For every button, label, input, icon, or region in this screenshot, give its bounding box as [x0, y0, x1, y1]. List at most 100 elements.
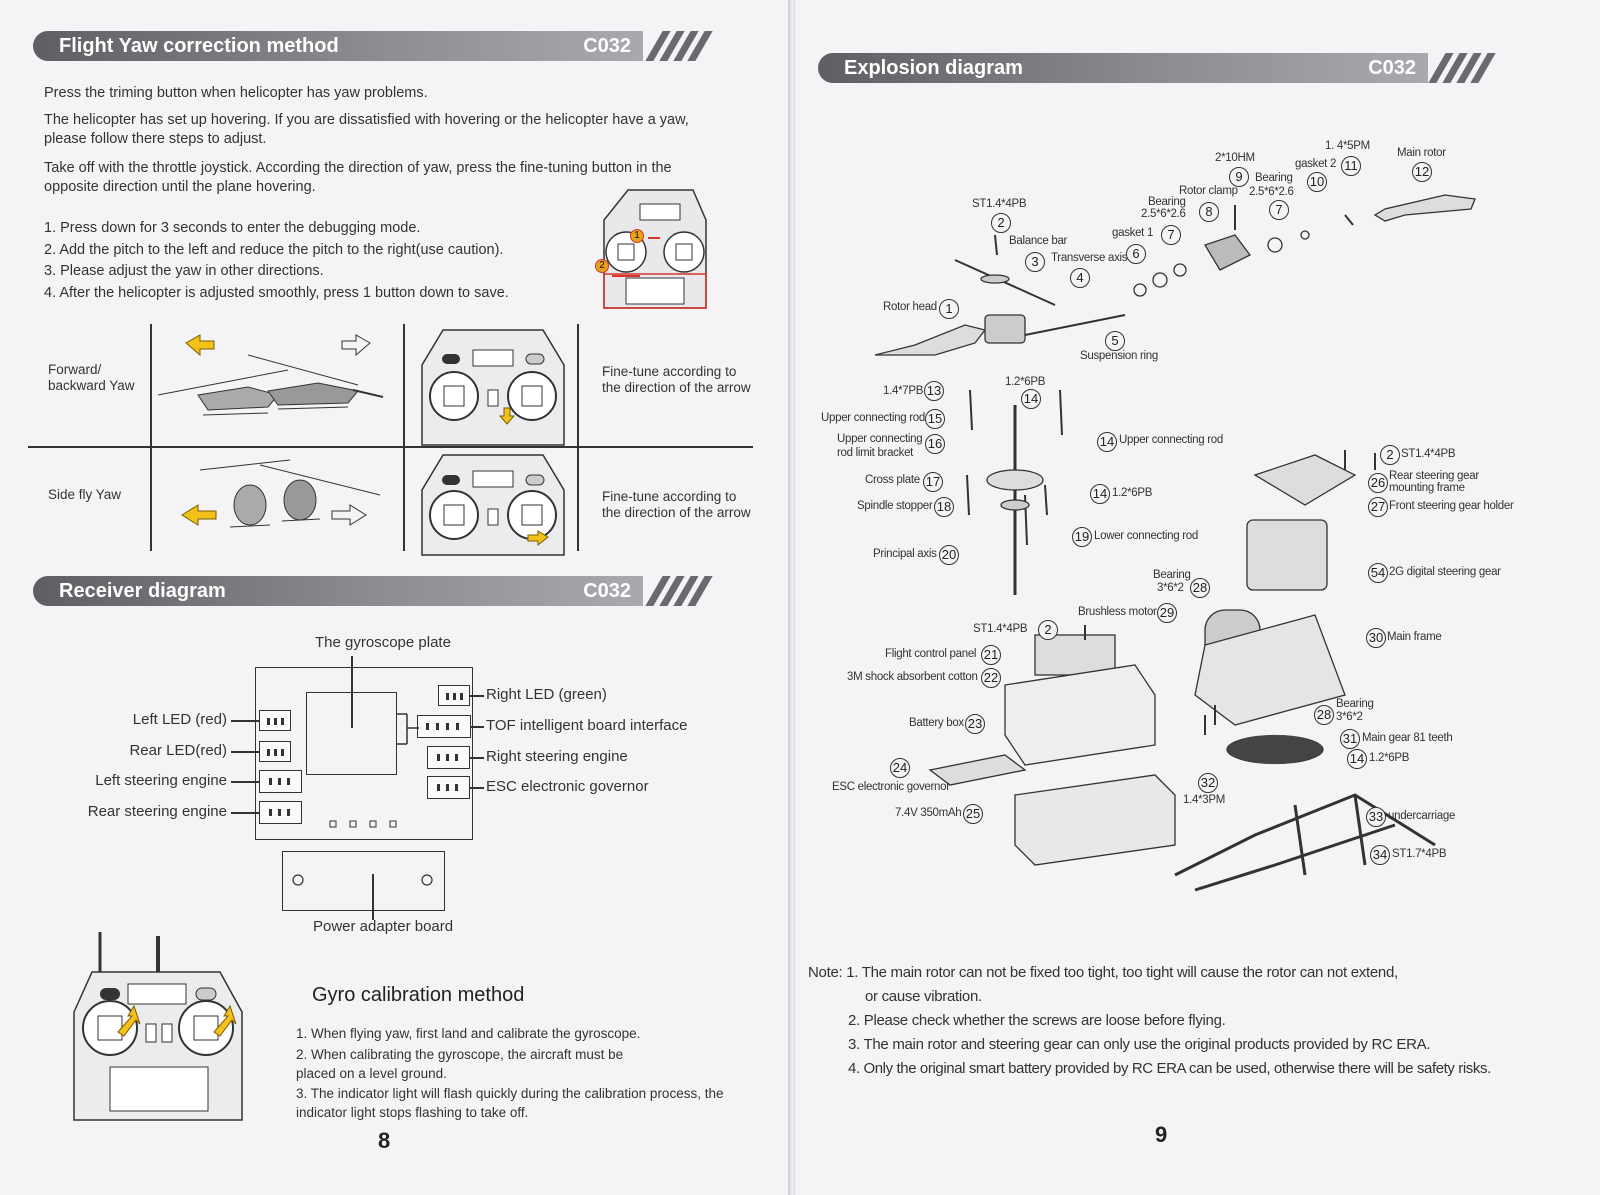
tof-bracket-lines: [397, 713, 419, 745]
forward-finetune-note: Fine-tune according to the direction of …: [602, 364, 751, 395]
gyro-calibration-title: Gyro calibration method: [312, 984, 525, 1006]
yaw-intro-text: Press the triming button when helicopter…: [44, 85, 428, 101]
table-vline-2: [403, 324, 405, 551]
note-1-cont: or cause vibration.: [865, 988, 982, 1005]
part-circle-8: 8: [1199, 202, 1219, 222]
right-page: Explosion diagram C032: [795, 0, 1600, 1195]
receiver-section-title: Receiver diagram: [59, 580, 226, 602]
part-label-23: Battery box: [909, 717, 964, 729]
yaw-section-banner: Flight Yaw correction method C032: [33, 31, 643, 61]
part-circle-6: 6: [1126, 244, 1146, 264]
part-label-14: 1.2*6PB: [1005, 376, 1046, 388]
right-steering-label: Right steering engine: [486, 748, 628, 765]
part-label-bearing-a: Bearing: [1148, 196, 1186, 208]
part-circle-4: 4: [1070, 268, 1090, 288]
part-circle-14c: 14: [1090, 484, 1110, 504]
explosion-banner: Explosion diagram C032: [818, 53, 1428, 83]
part-label-3: Balance bar: [1009, 235, 1068, 247]
part-label-13: 1.4*7PB: [883, 385, 924, 397]
part-label-bearing-b-dim: 2.5*6*2.6: [1249, 186, 1294, 198]
yaw-section-title: Flight Yaw correction method: [59, 35, 339, 57]
forward-yaw-helicopter-illustration: [157, 334, 384, 416]
part-label-22: 3M shock absorbent cotton: [847, 671, 978, 683]
left-steering-connector: [259, 770, 302, 793]
leader-rear-led: [231, 751, 259, 753]
leader-tof: [471, 726, 484, 728]
left-steering-label: Left steering engine: [95, 772, 227, 789]
rear-led-connector: [259, 741, 291, 762]
part-circle-3: 3: [1025, 252, 1045, 272]
tof-connector: [417, 715, 471, 738]
part-label-2c: ST1.4*4PB: [1401, 448, 1456, 460]
forward-yaw-transmitter: [421, 329, 565, 446]
part-circle-21: 21: [981, 645, 1001, 665]
receiver-pins: [329, 820, 397, 828]
part-circle-7a: 7: [1161, 225, 1181, 245]
banner-slashes: [645, 31, 713, 61]
part-circle-16: 16: [925, 434, 945, 454]
part-label-9: 2*10HM: [1215, 152, 1255, 164]
part-circle-54: 54: [1368, 563, 1388, 583]
yaw-step-1: 1. Press down for 3 seconds to enter the…: [44, 220, 421, 236]
table-vline-3: [577, 324, 579, 551]
part-label-14b: Upper connecting rod: [1119, 434, 1223, 446]
leader-right-steering: [470, 757, 484, 759]
part-label-27: Front steering gear holder: [1389, 500, 1514, 512]
transmitter-callout-illustration: [603, 189, 707, 309]
part-circle-14: 14: [1021, 389, 1041, 409]
note-1: Note: 1. The main rotor can not be fixed…: [808, 964, 1398, 981]
explosion-title: Explosion diagram: [844, 57, 1023, 79]
leader-left-led: [231, 720, 259, 722]
part-circle-5: 5: [1105, 331, 1125, 351]
receiver-section-code: C032: [583, 580, 631, 602]
leader-esc: [470, 787, 484, 789]
tof-label: TOF intelligent board interface: [486, 717, 688, 734]
part-label-14d: 1.2*6PB: [1369, 752, 1410, 764]
part-label-54: 2G digital steering gear: [1389, 566, 1501, 578]
part-circle-24: 24: [890, 758, 910, 778]
part-circle-19: 19: [1072, 527, 1092, 547]
part-circle-14d: 14: [1347, 749, 1367, 769]
gyro-step-3: 3. The indicator light will flash quickl…: [296, 1086, 724, 1120]
banner-slashes: [1428, 53, 1496, 83]
rear-steering-connector: [259, 801, 302, 824]
book-gutter: [788, 0, 797, 1195]
page-number-left: 8: [378, 1128, 391, 1153]
part-label-28a: Bearing: [1153, 569, 1191, 581]
left-page: Flight Yaw correction method C032 Press …: [0, 0, 790, 1195]
part-label-8: Rotor clamp: [1179, 185, 1238, 197]
part-label-11: 1. 4*5PM: [1325, 140, 1370, 152]
banner-slashes: [645, 576, 713, 606]
part-circle-15: 15: [925, 409, 945, 429]
rear-steering-label: Rear steering engine: [87, 803, 227, 820]
part-label-31: Main gear 81 teeth: [1362, 732, 1453, 744]
power-adapter-holes: [292, 874, 433, 886]
side-finetune-note: Fine-tune according to the direction of …: [602, 489, 751, 520]
receiver-board: [255, 667, 473, 840]
part-circle-9: 9: [1229, 167, 1249, 187]
part-label-bearing-b: Bearing: [1255, 172, 1293, 184]
gyro-calibration-transmitter: [73, 932, 243, 1121]
yaw-step-4: 4. After the helicopter is adjusted smoo…: [44, 285, 509, 301]
callout-1: 1: [630, 229, 644, 243]
part-circle-18: 18: [934, 497, 954, 517]
part-circle-2c: 2: [1380, 445, 1400, 465]
power-adapter-board: [282, 851, 445, 911]
part-circle-13: 13: [924, 381, 944, 401]
part-label-18: Spindle stopper: [857, 500, 933, 512]
part-label-33: undercarriage: [1388, 810, 1456, 822]
part-circle-1: 1: [939, 299, 959, 319]
part-circle-12: 12: [1412, 162, 1432, 182]
part-label-28a-dim: 3*6*2: [1157, 582, 1184, 594]
yaw-throttle-text: Take off with the throttle joystick. Acc…: [44, 160, 672, 195]
part-label-28b: Bearing: [1336, 698, 1374, 710]
part-label-6: gasket 1: [1112, 227, 1154, 239]
part-label-21: Flight control panel: [885, 648, 977, 660]
gyro-step-2: 2. When calibrating the gyroscope, the a…: [296, 1047, 624, 1081]
right-led-label: Right LED (green): [486, 686, 607, 703]
gyro-step-1: 1. When flying yaw, first land and calib…: [296, 1026, 641, 1041]
part-circle-10: 10: [1307, 172, 1327, 192]
esc-label: ESC electronic governor: [486, 778, 649, 795]
side-yaw-helicopter-illustration: [181, 459, 381, 528]
explosion-code: C032: [1368, 57, 1416, 79]
